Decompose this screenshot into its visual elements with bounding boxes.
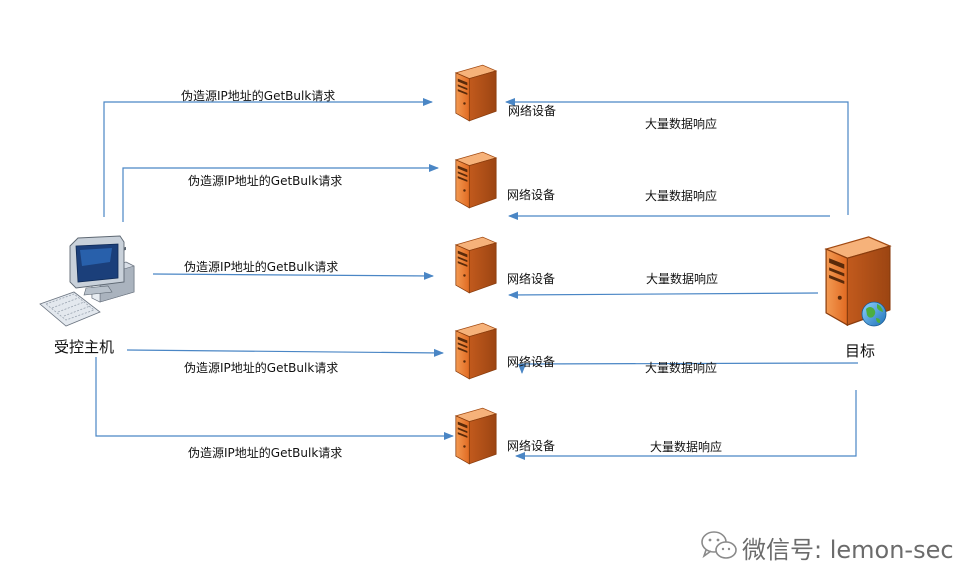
request-arrow-2 <box>122 164 439 222</box>
server-tower-icon <box>455 64 497 122</box>
server-tower-icon <box>455 151 497 209</box>
response-label-3: 大量数据响应 <box>646 272 719 286</box>
response-label-2: 大量数据响应 <box>645 189 718 203</box>
controlled-host-label: 受控主机 <box>54 338 115 356</box>
response-label-5: 大量数据响应 <box>650 440 723 454</box>
server-tower-icon <box>455 236 497 294</box>
response-arrows <box>505 98 859 460</box>
response-arrow-4 <box>518 362 859 374</box>
request-arrow-4 <box>126 348 444 357</box>
device-label-1: 网络设备 <box>508 104 557 118</box>
request-arrow-3 <box>152 271 434 280</box>
request-label-4: 伪造源IP地址的GetBulk请求 <box>184 361 339 375</box>
watermark-text: 微信号: lemon-sec <box>742 535 954 564</box>
server-tower-icon <box>455 322 497 380</box>
request-arrow-1 <box>103 98 433 217</box>
target-label: 目标 <box>845 342 876 360</box>
web-server-globe-icon <box>825 236 891 327</box>
network-devices <box>455 64 497 465</box>
request-arrows <box>95 98 454 440</box>
response-arrow-1 <box>505 98 849 215</box>
device-label-3: 网络设备 <box>507 272 556 286</box>
watermark: 微信号: lemon-sec <box>698 527 954 567</box>
request-label-3: 伪造源IP地址的GetBulk请求 <box>184 260 339 274</box>
device-label-2: 网络设备 <box>507 188 556 202</box>
request-label-5: 伪造源IP地址的GetBulk请求 <box>188 446 343 460</box>
server-tower-icon <box>455 407 497 465</box>
wechat-icon <box>701 531 737 559</box>
response-arrow-3 <box>508 290 819 299</box>
device-label-5: 网络设备 <box>507 439 556 453</box>
response-arrow-5 <box>515 390 857 460</box>
desktop-computer-icon <box>39 235 135 327</box>
device-label-4: 网络设备 <box>507 355 556 369</box>
request-label-1: 伪造源IP地址的GetBulk请求 <box>181 89 336 103</box>
response-label-1: 大量数据响应 <box>645 117 718 131</box>
request-arrow-5 <box>95 357 454 440</box>
response-label-4: 大量数据响应 <box>645 361 718 375</box>
request-label-2: 伪造源IP地址的GetBulk请求 <box>188 174 343 188</box>
